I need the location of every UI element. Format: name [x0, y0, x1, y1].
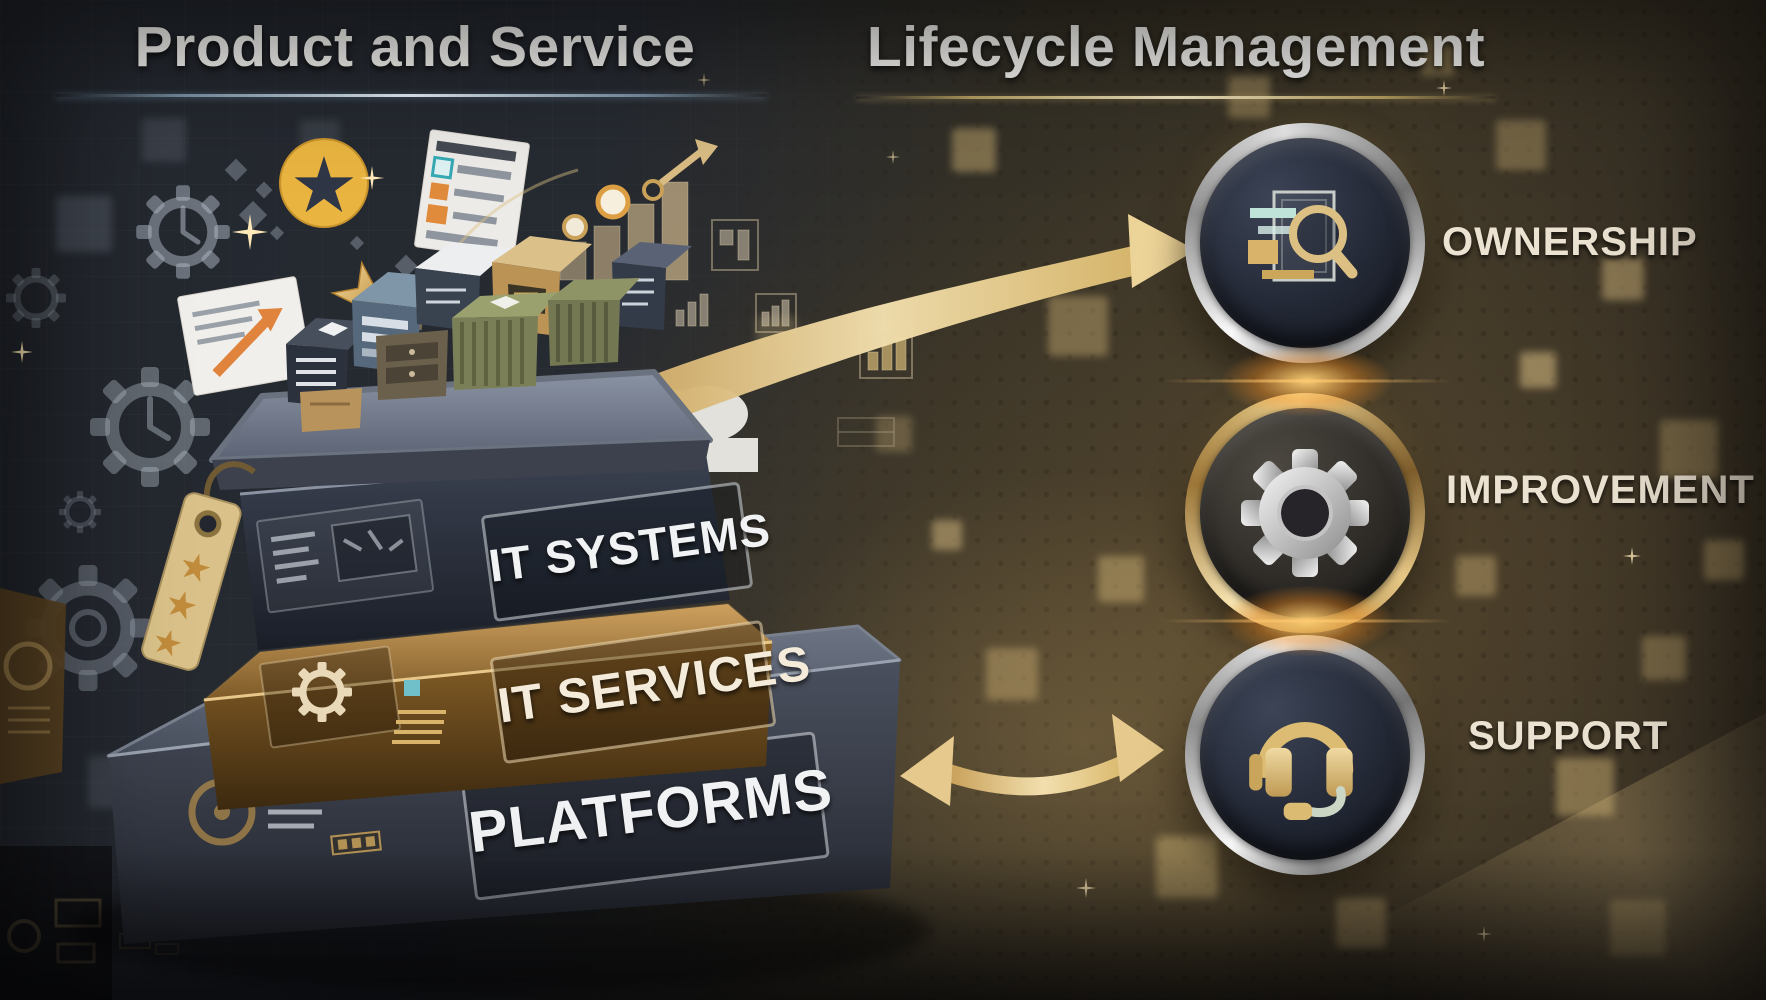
improvement-label: IMPROVEMENT — [1446, 468, 1755, 512]
star-badge-icon — [279, 138, 369, 228]
ownership-label: OWNERSHIP — [1442, 220, 1698, 264]
left-title: Product and Service — [134, 15, 696, 79]
checklist-icon — [414, 129, 530, 261]
support-label: SUPPORT — [1468, 714, 1669, 758]
growth-chart-icon — [418, 139, 718, 331]
schematic-panel — [256, 498, 434, 614]
badge-ownership — [1185, 123, 1425, 363]
gear-icon — [1241, 449, 1369, 577]
document-search-icon — [1248, 190, 1358, 282]
badge-ownership-face — [1200, 138, 1410, 348]
right-title-underline — [856, 96, 1496, 99]
crate-left-edge — [0, 588, 66, 784]
mini-boxes-cluster — [286, 236, 692, 432]
it-services-box — [200, 602, 776, 810]
badge-support — [1185, 635, 1425, 875]
trend-note-icon — [177, 276, 313, 396]
badge-improvement-face — [1200, 408, 1410, 618]
gold-lines-icon — [392, 710, 446, 744]
price-tag-icon — [141, 461, 256, 671]
gear-icon — [59, 491, 101, 533]
clock-gear-icon — [136, 185, 230, 279]
teal-chip — [404, 680, 420, 696]
left-title-underline — [55, 94, 767, 97]
right-title: Lifecycle Management — [866, 15, 1486, 79]
arrow-to-support — [900, 714, 1164, 806]
gear-icon — [6, 268, 66, 328]
gear-icon — [25, 565, 151, 691]
stack-lid — [209, 369, 713, 490]
badge-improvement — [1185, 393, 1425, 633]
badge-support-face — [1200, 650, 1410, 860]
arrow-to-ownership — [556, 214, 1196, 462]
clock-gear-icon — [90, 367, 210, 487]
film-strip-icon — [330, 830, 382, 856]
headset-icon — [1249, 722, 1354, 820]
